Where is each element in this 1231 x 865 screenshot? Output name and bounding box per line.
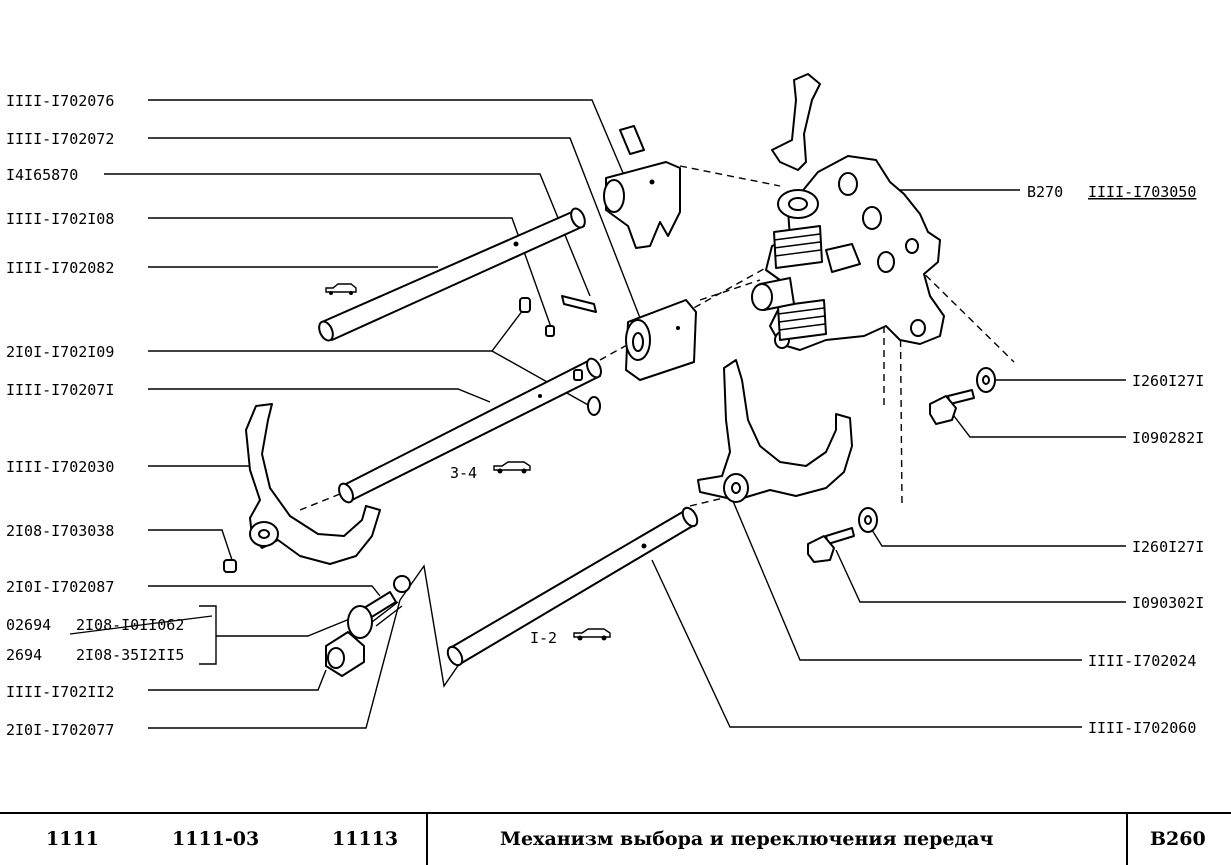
lock-plunger-upper — [519, 297, 555, 337]
label-rod-34: 3-4 — [450, 464, 477, 482]
label-part-7: IIII-I70207I — [6, 381, 114, 399]
fork-screw — [223, 559, 237, 573]
label-part-8: IIII-I702030 — [6, 458, 114, 476]
label-part-11a: 02694 — [6, 616, 51, 634]
label-bolt-1: I090282I — [1132, 429, 1204, 447]
strike-line — [69, 615, 213, 635]
detent-washer — [347, 605, 373, 639]
fork-12 — [697, 359, 853, 503]
detent-ball — [393, 575, 411, 593]
exploded-parts-diagram: IIII-I702076 IIII-I702072 I4I65870 IIII-… — [6, 73, 1204, 739]
label-part-3: I4I65870 — [6, 166, 78, 184]
car-icon-34 — [493, 461, 531, 474]
page-title: Механизм выбора и переключения передач — [500, 828, 994, 850]
label-ref-b270: B270 — [1027, 183, 1063, 201]
label-washer-1: I260I27I — [1132, 372, 1204, 390]
label-part-4: IIII-I702I08 — [6, 210, 114, 228]
model-1111-03: 1111-03 — [172, 828, 260, 850]
washer-upper — [976, 367, 996, 393]
label-part-2: IIII-I702072 — [6, 130, 114, 148]
washer-lower — [858, 507, 878, 533]
label-part-5: IIII-I702082 — [6, 259, 114, 277]
label-part-6: 2I0I-I702I09 — [6, 343, 114, 361]
pin — [561, 295, 597, 313]
selector-rod-upper — [318, 207, 586, 342]
label-part-12a: 2694 — [6, 646, 42, 664]
label-part-13: IIII-I702II2 — [6, 683, 114, 701]
label-fork-12: IIII-I702024 — [1088, 652, 1196, 670]
upper-fork-block — [603, 125, 681, 249]
selector-housing — [751, 73, 945, 351]
footer-divider-right — [1126, 814, 1128, 865]
model-1111: 1111 — [46, 828, 99, 850]
label-rod-12-gear: I-2 — [530, 629, 557, 647]
model-11113: 11113 — [332, 828, 399, 850]
label-housing: IIII-I703050 — [1088, 183, 1196, 201]
fork-34 — [245, 403, 381, 565]
detent-plug — [325, 631, 365, 677]
bolt-upper — [929, 389, 975, 425]
label-rod-12: IIII-I702060 — [1088, 719, 1196, 737]
label-part-12b: 2I08-35I2II5 — [76, 646, 184, 664]
car-icon-reverse — [325, 283, 357, 295]
bolt-lower — [807, 527, 855, 563]
label-part-10: 2I0I-I702087 — [6, 578, 114, 596]
bracket — [199, 605, 217, 665]
coupling-sleeve — [625, 299, 697, 381]
label-bolt-2: I090302I — [1132, 594, 1204, 612]
lock-plunger-lower — [573, 369, 601, 416]
label-part-9: 2I08-I703038 — [6, 522, 114, 540]
shift-rod-12 — [446, 506, 699, 667]
shift-rod-34 — [338, 357, 602, 504]
label-washer-2: I260I27I — [1132, 538, 1204, 556]
car-icon-12 — [573, 628, 611, 641]
footer-bar: 1111 1111-03 11113 Механизм выбора и пер… — [0, 812, 1231, 865]
label-part-14: 2I0I-I702077 — [6, 721, 114, 739]
footer-divider-left — [426, 814, 428, 865]
label-part-1: IIII-I702076 — [6, 92, 114, 110]
page-code: B260 — [1150, 828, 1206, 850]
